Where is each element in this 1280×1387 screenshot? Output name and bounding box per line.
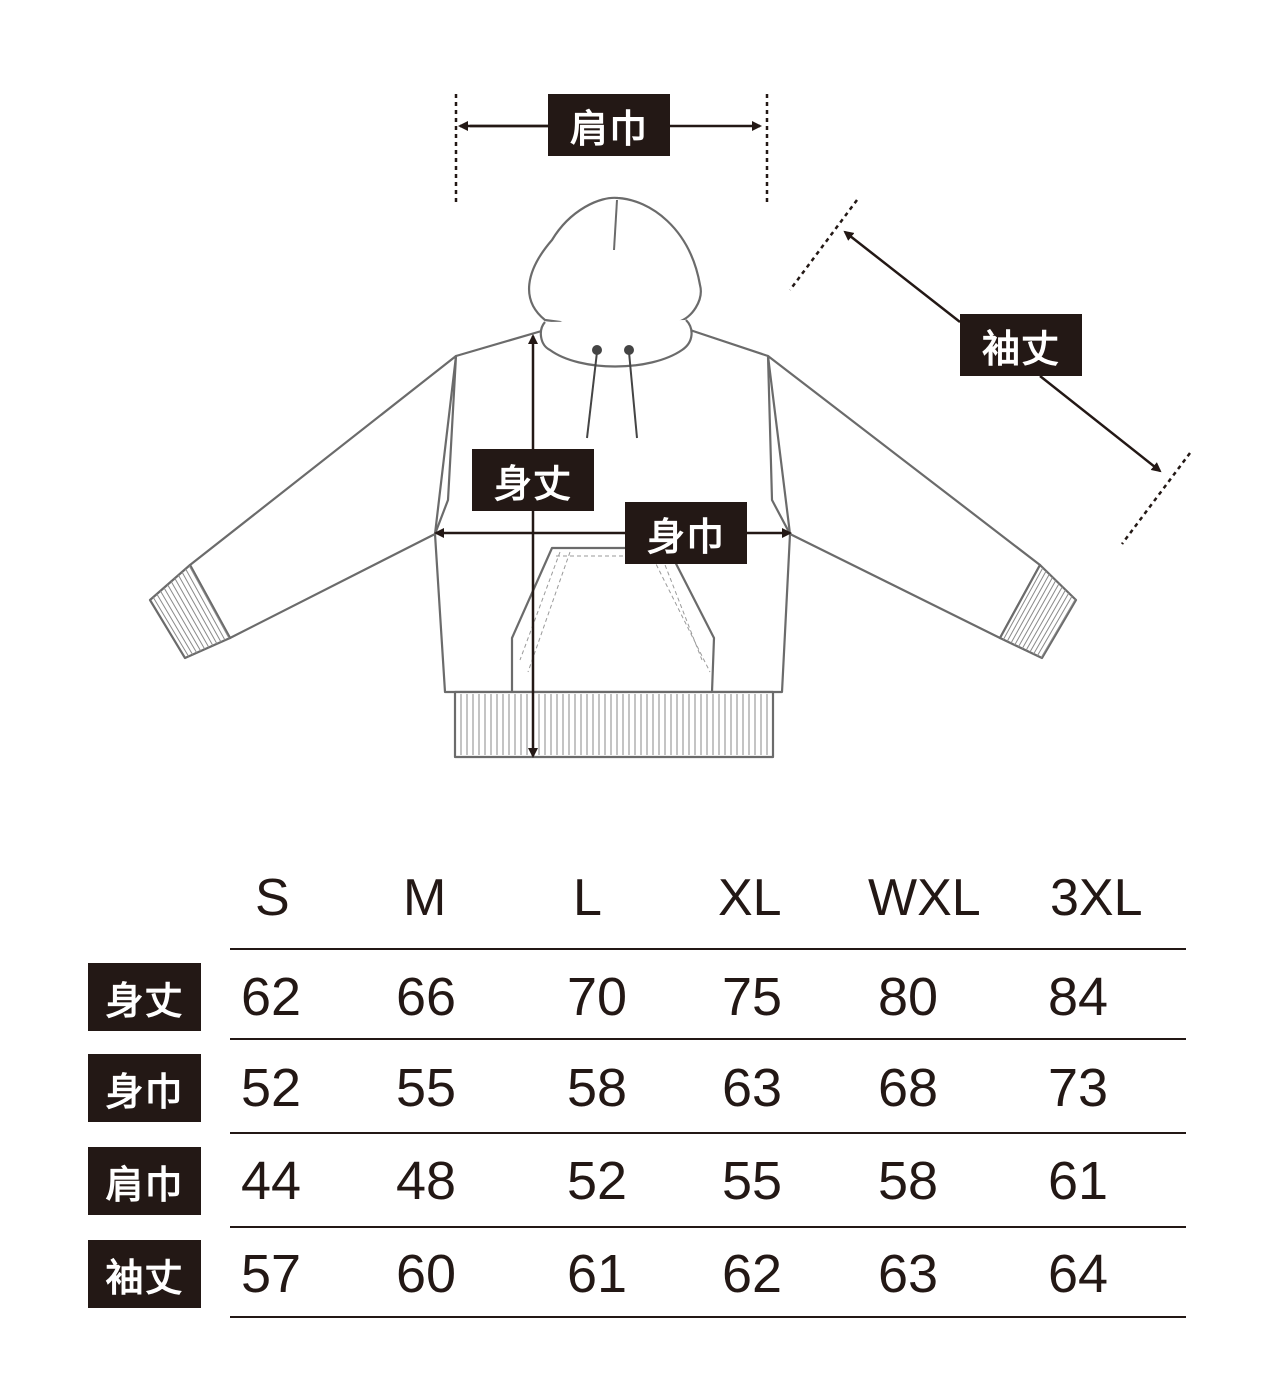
sleeve-arrow-b <box>1039 375 1162 473</box>
table-cell: 58 <box>878 1151 939 1211</box>
row-label: 肩巾 <box>88 1147 201 1215</box>
length-label: 身丈 <box>472 449 594 511</box>
table-cell: 44 <box>241 1151 302 1211</box>
table-cell: 66 <box>396 967 457 1027</box>
hood-seam <box>613 199 618 251</box>
table-cell: 57 <box>241 1244 302 1304</box>
table-cell: 48 <box>396 1151 457 1211</box>
size-header: M <box>403 869 447 927</box>
table-cell: 84 <box>1048 967 1109 1027</box>
drawstrings <box>586 345 638 439</box>
row-label: 身巾 <box>88 1054 201 1122</box>
table-rule <box>230 948 1186 950</box>
hoodie-outline <box>148 196 1078 759</box>
width-label: 身巾 <box>625 502 747 564</box>
table-cell: 52 <box>241 1058 302 1118</box>
hood-opening <box>539 319 693 368</box>
table-cell: 75 <box>722 967 783 1027</box>
table-cell: 60 <box>396 1244 457 1304</box>
table-rule <box>230 1316 1186 1318</box>
row-label: 袖丈 <box>88 1240 201 1308</box>
size-header: L <box>573 869 602 927</box>
sleeve-arrow-a <box>843 230 961 323</box>
sleeve-label: 袖丈 <box>960 314 1082 376</box>
waist-rib <box>453 690 775 759</box>
table-cell: 62 <box>241 967 302 1027</box>
table-rule <box>230 1038 1186 1040</box>
table-cell: 61 <box>567 1244 628 1304</box>
left-sleeve <box>188 354 458 640</box>
table-cell: 55 <box>396 1058 457 1118</box>
size-header: WXL <box>868 869 981 927</box>
size-header: 3XL <box>1050 869 1143 927</box>
row-label: 身丈 <box>88 963 201 1031</box>
table-cell: 63 <box>878 1244 939 1304</box>
table-cell: 64 <box>1048 1244 1109 1304</box>
table-cell: 73 <box>1048 1058 1109 1118</box>
table-cell: 62 <box>722 1244 783 1304</box>
pocket-stitch <box>519 551 711 673</box>
right-sleeve <box>766 354 1042 640</box>
table-cell: 61 <box>1048 1151 1109 1211</box>
table-cell: 80 <box>878 967 939 1027</box>
size-header: S <box>255 869 290 927</box>
hoodie-diagram <box>148 94 1192 759</box>
table-cell: 70 <box>567 967 628 1027</box>
measure-arrows <box>434 121 1162 758</box>
size-header: XL <box>718 869 782 927</box>
table-cell: 52 <box>567 1151 628 1211</box>
measure-guides <box>454 94 1192 545</box>
shoulder-label: 肩巾 <box>548 94 670 156</box>
table-rule <box>230 1226 1186 1228</box>
table-cell: 68 <box>878 1058 939 1118</box>
rib-texture <box>152 565 1076 755</box>
table-cell: 58 <box>567 1058 628 1118</box>
table-cell: 63 <box>722 1058 783 1118</box>
table-cell: 55 <box>722 1151 783 1211</box>
table-rule <box>230 1132 1186 1134</box>
